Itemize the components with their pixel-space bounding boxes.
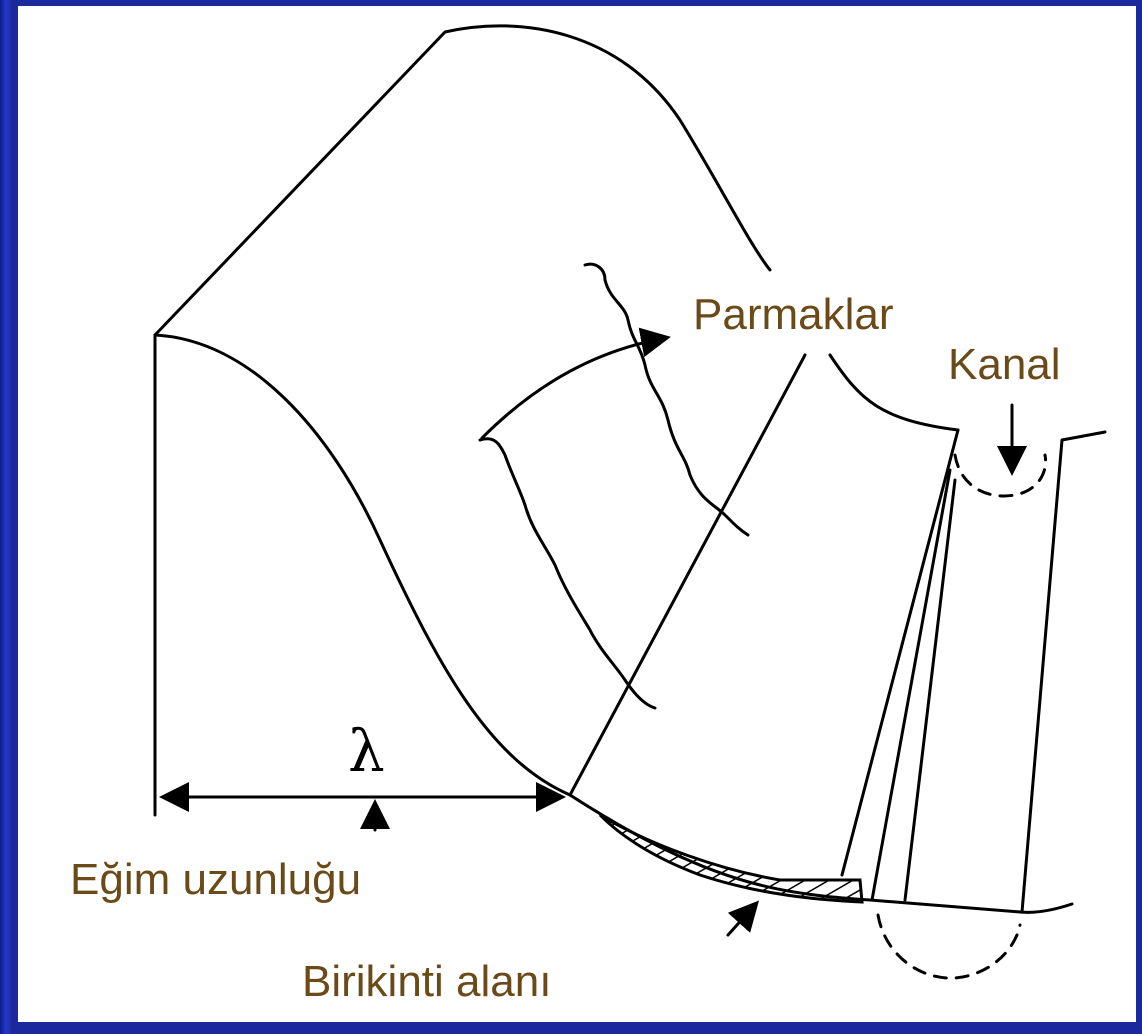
upper-right-edge	[828, 353, 960, 432]
spur-line	[568, 353, 807, 797]
cliff-line-1	[840, 428, 960, 877]
channel-label: Kanal	[948, 340, 1061, 389]
channel-dashed-arc-bottom	[876, 913, 1022, 980]
ridge-outline	[153, 24, 772, 337]
deposition-arrow	[726, 900, 760, 937]
lambda-symbol: λ	[348, 717, 385, 785]
finger-line-upper	[583, 262, 750, 537]
slope-length-label: Eğim uzunluğu	[70, 855, 362, 904]
slope-curve	[153, 333, 572, 797]
channel-dashed-arc-top	[953, 453, 1048, 498]
deposition-hatch	[598, 813, 864, 904]
deposition-area-label: Birikinti alanı	[302, 957, 552, 1006]
fingers-label: Parmaklar	[693, 290, 894, 339]
fingers-arrow	[480, 327, 671, 440]
cliff-line-2	[870, 468, 952, 902]
cliff-line-3	[903, 478, 957, 902]
channel-wall	[1020, 430, 1107, 914]
finger-line-lower	[478, 437, 657, 710]
